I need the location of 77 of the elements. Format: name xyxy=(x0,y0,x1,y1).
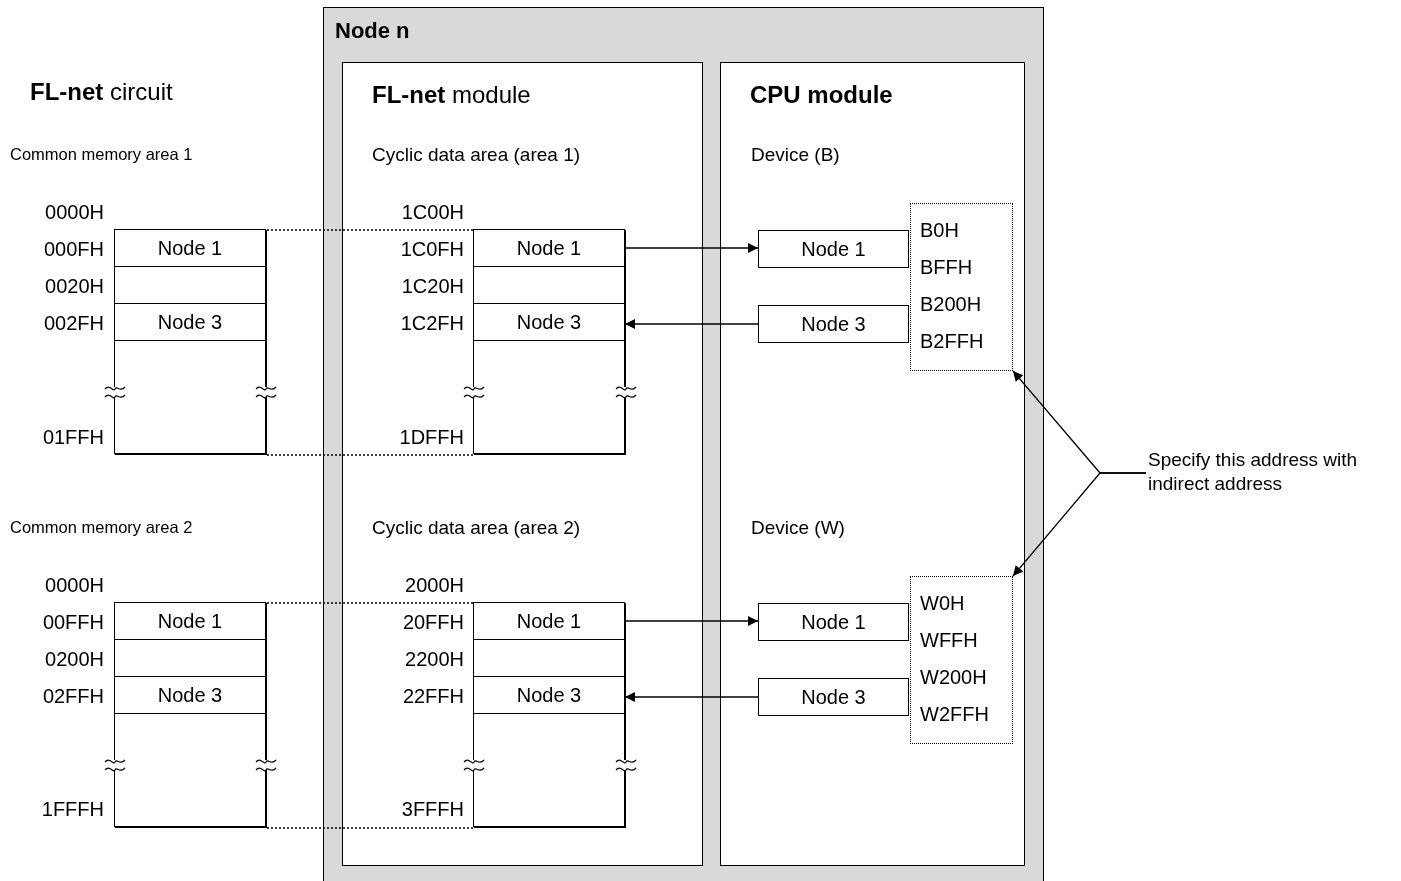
dotted-connector xyxy=(266,229,475,231)
area-title: Device (W) xyxy=(751,516,845,540)
memory-slot: Node 3 xyxy=(114,676,266,714)
address-range-frame xyxy=(910,576,1013,744)
address-text: B0H xyxy=(920,219,959,242)
module-panel xyxy=(720,62,1025,866)
memory-slot: Node 3 xyxy=(473,303,625,341)
memory-slot xyxy=(114,266,266,304)
memory-slot xyxy=(114,340,266,454)
memory-slot xyxy=(473,266,625,304)
address-text: 1C00H xyxy=(401,200,464,224)
panel-heading: Node n xyxy=(335,18,410,44)
memory-table xyxy=(115,230,267,455)
address-text: 02FFH xyxy=(42,684,104,708)
address-text: W200H xyxy=(920,666,987,689)
area-title: Cyclic data area (area 2) xyxy=(372,516,581,540)
memory-table xyxy=(474,230,626,455)
memory-slot: Node 1 xyxy=(114,602,266,640)
memory-slot xyxy=(473,340,625,454)
memory-table xyxy=(474,603,626,828)
address-text: 01FFH xyxy=(42,425,104,449)
address-text: W0H xyxy=(920,592,965,615)
address-text: 3FFFH xyxy=(401,797,464,821)
address-text: WFFH xyxy=(920,629,978,652)
address-range-frame xyxy=(910,203,1013,371)
memory-slot: Node 3 xyxy=(473,676,625,714)
address-text: 0000H xyxy=(45,200,104,224)
address-text: 1DFFH xyxy=(399,425,464,449)
address-text: 2000H xyxy=(405,573,464,597)
memory-slot: Node 3 xyxy=(758,678,909,716)
address-text: 0020H xyxy=(45,274,104,298)
dotted-connector xyxy=(266,827,475,829)
address-text: 0200H xyxy=(45,647,104,671)
area-title: Cyclic data area (area 1) xyxy=(372,143,581,167)
address-text: B200H xyxy=(920,293,982,316)
memory-slot xyxy=(114,713,266,827)
memory-slot xyxy=(473,639,625,677)
address-text: 000FH xyxy=(43,237,104,261)
arrow xyxy=(624,319,759,329)
memory-slot xyxy=(473,713,625,827)
arrow xyxy=(624,243,759,253)
memory-slot: Node 1 xyxy=(758,230,909,268)
address-text: BFFH xyxy=(920,256,973,279)
panel-heading: CPU module xyxy=(750,81,893,109)
node-frame xyxy=(323,7,1044,881)
memory-slot: Node 1 xyxy=(473,229,625,267)
dotted-connector xyxy=(266,454,475,456)
memory-slot: Node 3 xyxy=(114,303,266,341)
address-text: 1C0FH xyxy=(400,237,464,261)
address-text: 1FFFH xyxy=(41,797,104,821)
memory-slot: Node 1 xyxy=(473,602,625,640)
module-panel xyxy=(342,62,703,866)
address-text: 22FFH xyxy=(402,684,464,708)
panel-heading: FL-net module xyxy=(372,81,531,109)
memory-table xyxy=(115,603,267,828)
address-text: 2200H xyxy=(405,647,464,671)
address-text: 0000H xyxy=(45,573,104,597)
address-text: 002FH xyxy=(43,311,104,335)
annotation-text: Specify this address with indirect address xyxy=(1148,448,1368,498)
arrow xyxy=(624,616,759,626)
address-text: 20FFH xyxy=(402,610,464,634)
memory-slot: Node 3 xyxy=(758,305,909,343)
memory-slot: Node 1 xyxy=(114,229,266,267)
address-text: B2FFH xyxy=(920,330,984,353)
address-text: 1C20H xyxy=(401,274,464,298)
dotted-connector xyxy=(266,602,475,604)
arrow xyxy=(624,692,759,702)
address-text: 1C2FH xyxy=(400,311,464,335)
address-text: 00FFH xyxy=(42,610,104,634)
section-heading: FL-net circuit xyxy=(30,77,173,107)
memory-slot xyxy=(114,639,266,677)
leader-line xyxy=(1012,472,1147,577)
memory-slot: Node 1 xyxy=(758,603,909,641)
area-title: Common memory area 2 xyxy=(10,518,193,538)
address-text: W2FFH xyxy=(920,703,989,726)
area-title: Common memory area 1 xyxy=(10,145,193,165)
area-title: Device (B) xyxy=(751,143,840,167)
